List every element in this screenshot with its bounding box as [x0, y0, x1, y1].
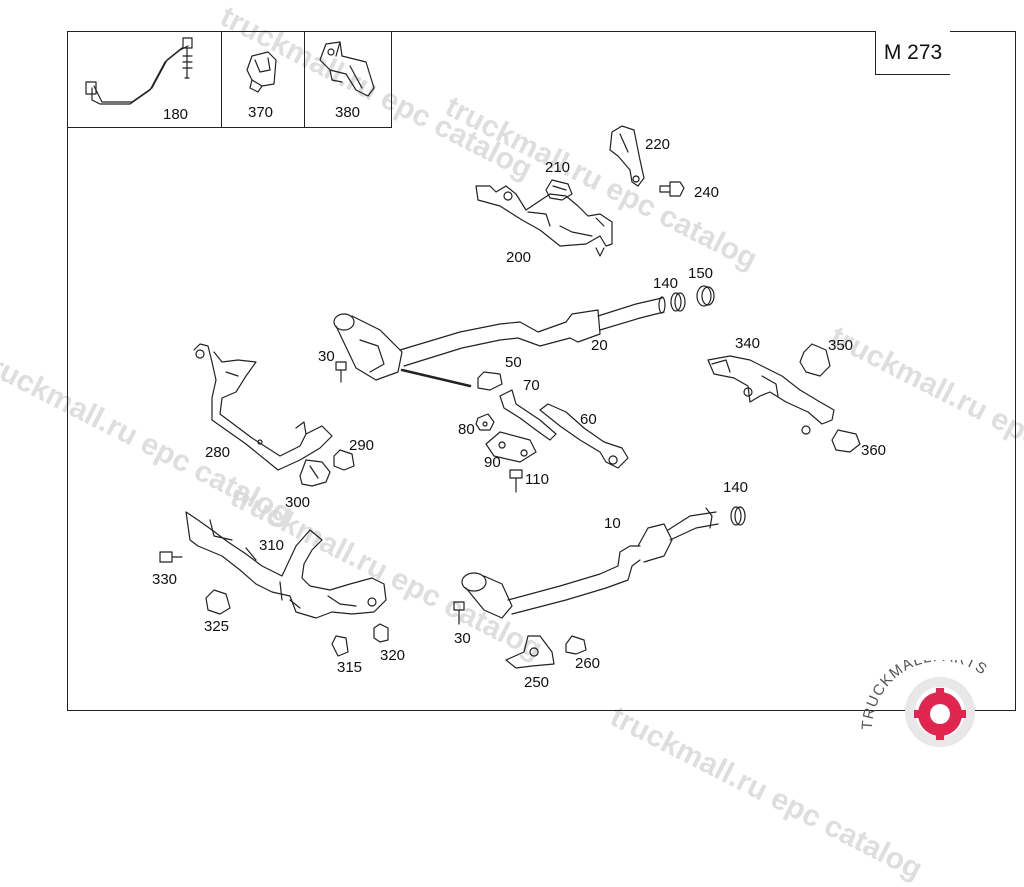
clamp-140b-drawing[interactable] — [730, 506, 746, 526]
bracket-280-drawing[interactable] — [193, 343, 333, 471]
clip-315-drawing[interactable] — [331, 635, 349, 657]
part-label-90[interactable]: 90 — [484, 454, 501, 471]
part-label-280[interactable]: 280 — [205, 444, 231, 461]
bracket-60-drawing[interactable] — [539, 403, 629, 469]
part-label-350[interactable]: 350 — [828, 337, 854, 354]
gear-icon — [914, 688, 966, 740]
part-label-210[interactable]: 210 — [545, 159, 571, 176]
part-label-250[interactable]: 250 — [524, 674, 550, 691]
bolt-240-drawing[interactable] — [659, 181, 685, 197]
part-label-360[interactable]: 360 — [861, 442, 887, 459]
diagram-frame — [67, 31, 1016, 711]
bracket-220-drawing[interactable] — [609, 125, 645, 187]
part-label-240[interactable]: 240 — [694, 184, 720, 201]
part-label-200[interactable]: 200 — [506, 249, 532, 266]
model-code: M 273 — [883, 40, 943, 64]
exhaust-pipe-10-drawing[interactable] — [461, 507, 719, 619]
part-label-315[interactable]: 315 — [337, 659, 363, 676]
part-label-140-upper[interactable]: 140 — [653, 275, 679, 292]
bolt-330-drawing[interactable] — [159, 551, 183, 563]
part-label-30-upper[interactable]: 30 — [318, 348, 335, 365]
part-label-20[interactable]: 20 — [591, 337, 608, 354]
model-code-box: M 273 — [875, 31, 950, 75]
bracket-250-drawing[interactable] — [505, 635, 555, 669]
part-label-320[interactable]: 320 — [380, 647, 406, 664]
bracket-clip-icon[interactable] — [319, 41, 375, 97]
part-label-180[interactable]: 180 — [163, 106, 189, 123]
bolt-110-drawing[interactable] — [509, 469, 523, 493]
part-label-310[interactable]: 310 — [259, 537, 285, 554]
part-label-220[interactable]: 220 — [645, 136, 671, 153]
part-label-50[interactable]: 50 — [505, 354, 522, 371]
plate-90-drawing[interactable] — [485, 431, 537, 463]
nut-80-drawing[interactable] — [475, 413, 495, 431]
oxygen-sensor-icon[interactable] — [85, 37, 193, 105]
clip-360-drawing[interactable] — [831, 429, 861, 453]
clip-icon[interactable] — [246, 51, 277, 93]
clip-290-drawing[interactable] — [333, 449, 355, 471]
part-label-325[interactable]: 325 — [204, 618, 230, 635]
clip-350-drawing[interactable] — [799, 343, 831, 377]
part-label-340[interactable]: 340 — [735, 335, 761, 352]
truckmallparts-logo: TRUCKMALLPARTS — [859, 660, 989, 747]
part-label-110[interactable]: 110 — [525, 471, 549, 488]
part-label-30-lower[interactable]: 30 — [454, 630, 471, 647]
part-label-80[interactable]: 80 — [458, 421, 475, 438]
clip-300-drawing[interactable] — [299, 459, 331, 487]
bolt-30a-drawing[interactable] — [335, 361, 347, 383]
part-label-70[interactable]: 70 — [523, 377, 540, 394]
part-label-10[interactable]: 10 — [604, 515, 621, 532]
clamp-140-drawing[interactable] — [670, 292, 686, 312]
part-label-260[interactable]: 260 — [575, 655, 601, 672]
clip-320-drawing[interactable] — [373, 623, 389, 643]
part-label-300[interactable]: 300 — [285, 494, 311, 511]
bracket-310-drawing[interactable] — [185, 511, 387, 619]
part-label-290[interactable]: 290 — [349, 437, 375, 454]
clip-210-drawing[interactable] — [545, 179, 573, 201]
bracket-340-drawing[interactable] — [707, 355, 835, 435]
clip-50-drawing[interactable] — [477, 371, 503, 391]
ring-150-drawing[interactable] — [696, 285, 715, 307]
clip-260-drawing[interactable] — [565, 635, 587, 655]
clip-325-drawing[interactable] — [205, 589, 231, 615]
part-label-140-lower[interactable]: 140 — [723, 479, 749, 496]
bracket-70-drawing[interactable] — [499, 389, 557, 441]
part-label-60[interactable]: 60 — [580, 411, 597, 428]
parts-drawing — [85, 37, 861, 669]
part-label-150[interactable]: 150 — [688, 265, 714, 282]
inset-box-180[interactable] — [67, 31, 222, 128]
exhaust-pipe-20-drawing[interactable] — [333, 296, 666, 388]
inset-box-380[interactable] — [304, 31, 392, 128]
inset-box-370[interactable] — [221, 31, 305, 128]
part-label-370[interactable]: 370 — [248, 104, 274, 121]
bolt-30b-drawing[interactable] — [453, 601, 465, 625]
bracket-200-drawing[interactable] — [475, 185, 613, 257]
part-label-380[interactable]: 380 — [335, 104, 361, 121]
part-label-330[interactable]: 330 — [152, 571, 178, 588]
